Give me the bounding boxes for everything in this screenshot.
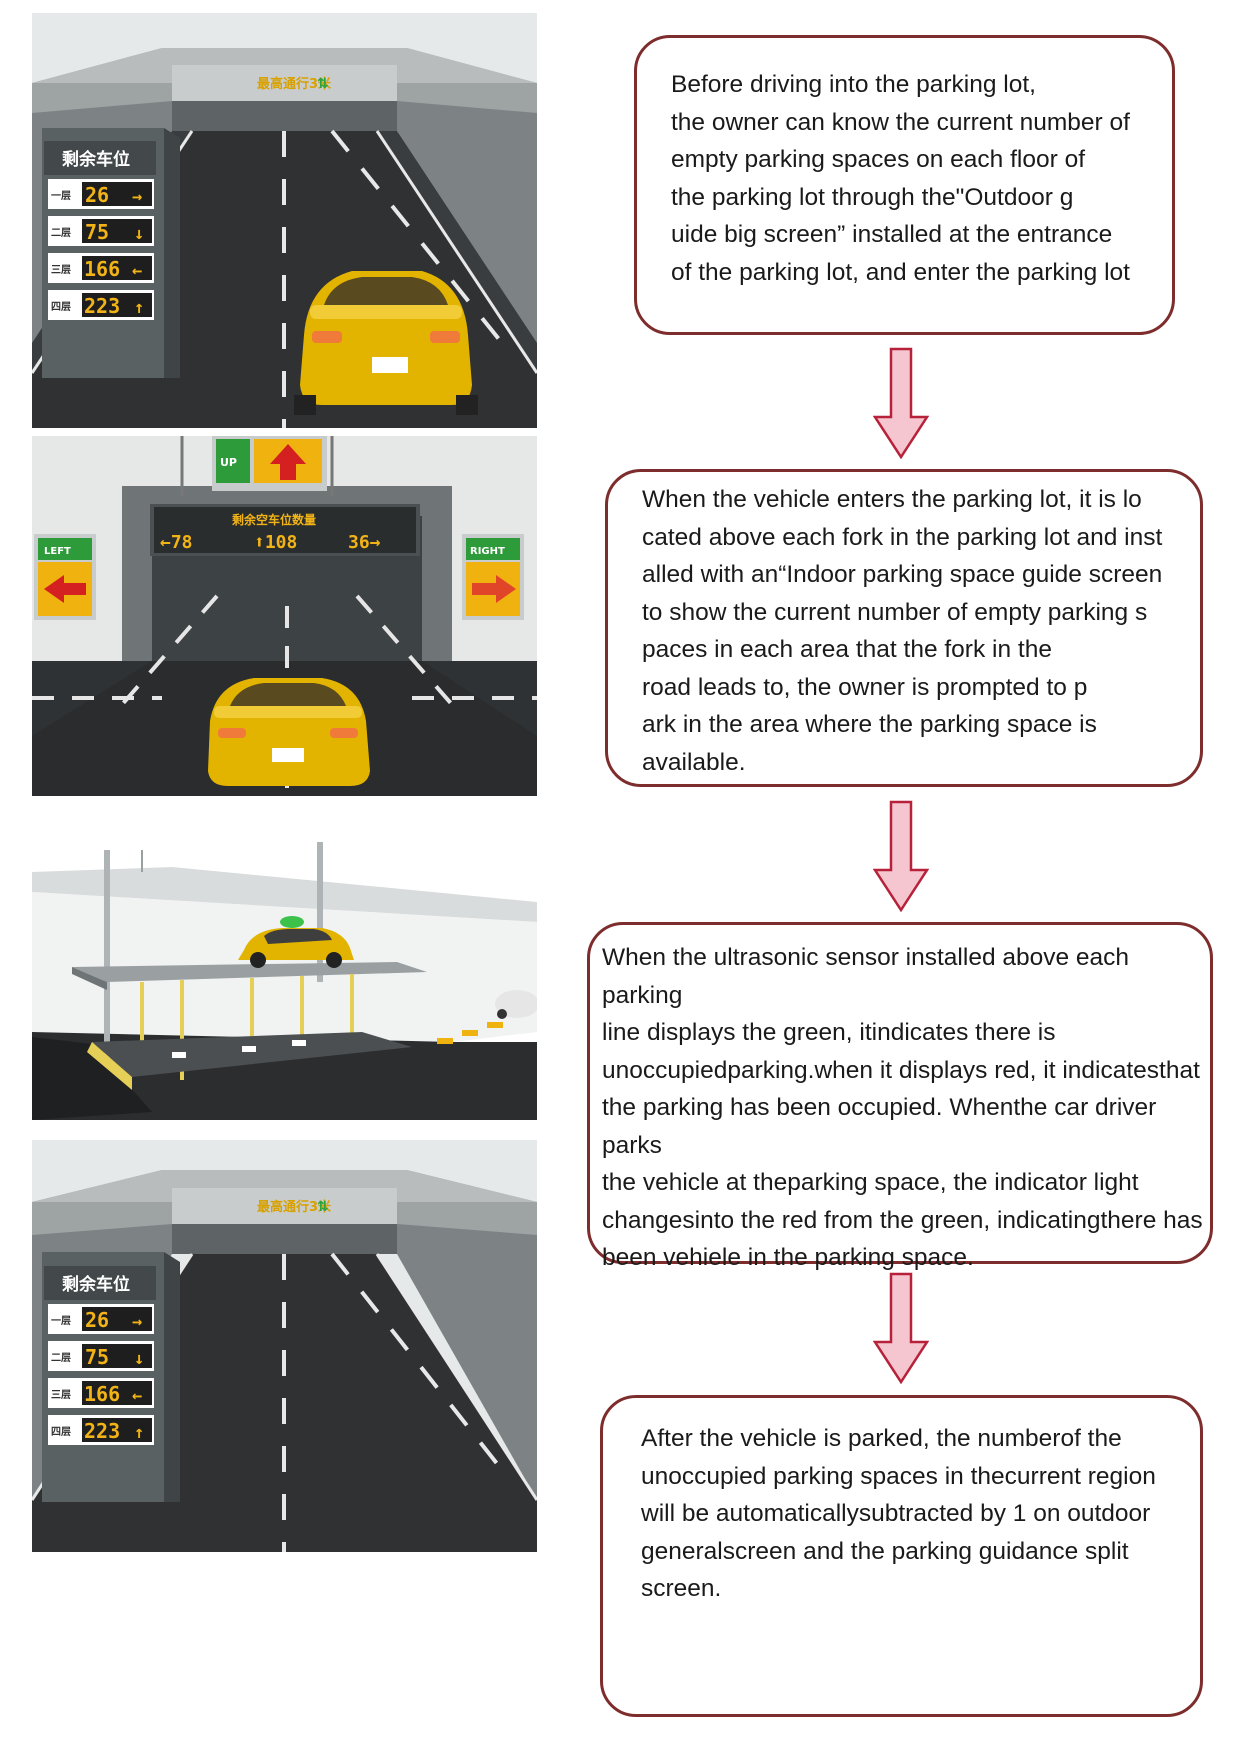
outdoor-sign-title: 剩余车位 bbox=[62, 149, 130, 170]
floor-count: 166 bbox=[84, 1382, 120, 1406]
car bbox=[238, 916, 354, 968]
outdoor-guide-sign: 剩余车位 一层 26 → 二层 75 ↓ 三层 166 ← bbox=[42, 1252, 180, 1502]
floor-direction-icon: ↓ bbox=[134, 224, 144, 244]
up-sign-label: UP bbox=[220, 456, 237, 469]
floor-count: 75 bbox=[85, 220, 109, 244]
indoor-left-count: ←78 bbox=[160, 532, 193, 553]
outdoor-entrance-image: 最高通行3米 ⇅ 剩余车位 一层 26 → 二层 75 ↓ bbox=[32, 13, 537, 428]
floor-count: 75 bbox=[85, 1345, 109, 1369]
floor-direction-icon: → bbox=[132, 1312, 142, 1332]
car bbox=[294, 271, 478, 415]
floor-row: 四层 223 ↑ bbox=[48, 290, 154, 320]
floor-direction-icon: → bbox=[132, 187, 142, 207]
tunnel-banner: 最高通行3米 bbox=[257, 76, 332, 92]
tunnel-banner-icon: ⇅ bbox=[317, 76, 329, 92]
left-arrow-icon bbox=[44, 575, 86, 603]
down-arrow-icon bbox=[873, 800, 929, 912]
up-sign: UP bbox=[212, 436, 327, 491]
outdoor-sign-title: 剩余车位 bbox=[62, 1274, 130, 1295]
tunnel-banner: 最高通行3米 bbox=[257, 1199, 332, 1215]
tunnel-banner-icon: ⇅ bbox=[317, 1199, 329, 1215]
floor-row: 三层 166 ← bbox=[48, 1378, 154, 1408]
floor-row: 四层 223 ↑ bbox=[48, 1415, 154, 1445]
floor-count: 26 bbox=[85, 1308, 109, 1332]
car bbox=[208, 678, 370, 786]
sensor-light-icon bbox=[280, 916, 304, 928]
ultrasonic-sensor-illustration bbox=[32, 832, 537, 1120]
floor-label: 二层 bbox=[51, 1352, 71, 1364]
flow-arrow-2 bbox=[873, 800, 929, 912]
left-sign: LEFT bbox=[34, 534, 96, 620]
step-1-box: Before driving into the parking lot, the… bbox=[634, 35, 1175, 335]
outdoor-guide-sign: 剩余车位 一层 26 → 二层 75 ↓ 三层 166 ← bbox=[42, 128, 180, 378]
floor-label: 三层 bbox=[51, 1389, 71, 1401]
step-2-text: When the vehicle enters the parking lot,… bbox=[642, 486, 1163, 776]
flow-arrow-1 bbox=[873, 347, 929, 459]
floor-count: 26 bbox=[85, 183, 109, 207]
floor-count: 223 bbox=[84, 1419, 120, 1443]
floor-direction-icon: ↑ bbox=[134, 1423, 144, 1443]
step-4-box: After the vehicle is parked, the numbero… bbox=[600, 1395, 1203, 1717]
right-arrow-icon bbox=[472, 575, 516, 603]
step-4-text: After the vehicle is parked, the numbero… bbox=[641, 1425, 1156, 1602]
floor-label: 二层 bbox=[51, 227, 71, 239]
floor-direction-icon: ← bbox=[132, 261, 142, 281]
up-arrow-icon bbox=[270, 444, 306, 480]
floor-count: 223 bbox=[84, 294, 120, 318]
left-sign-label: LEFT bbox=[44, 546, 71, 557]
floor-label: 四层 bbox=[51, 1426, 71, 1438]
floor-row: 三层 166 ← bbox=[48, 253, 154, 283]
floor-row: 二层 75 ↓ bbox=[48, 216, 154, 246]
indoor-sign-title: 剩余空车位数量 bbox=[232, 512, 316, 527]
floor-row: 一层 26 → bbox=[48, 179, 154, 209]
ultrasonic-sensor-image bbox=[32, 832, 537, 1120]
floor-label: 一层 bbox=[51, 1315, 71, 1327]
floor-direction-icon: ← bbox=[132, 1386, 142, 1406]
floor-label: 四层 bbox=[51, 301, 71, 313]
indoor-fork-illustration: UP 剩余空车位数量 ←78 ⬆108 36→ LEFT RIGHT bbox=[32, 436, 537, 796]
flow-arrow-3 bbox=[873, 1272, 929, 1384]
step-2-box: When the vehicle enters the parking lot,… bbox=[605, 469, 1203, 787]
indoor-up-count: ⬆108 bbox=[254, 532, 297, 553]
step-1-text: Before driving into the parking lot, the… bbox=[671, 71, 1130, 286]
step-3-text: When the ultrasonic sensor installed abo… bbox=[602, 944, 1203, 1271]
floor-row: 一层 26 → bbox=[48, 1304, 154, 1334]
step-3-box: When the ultrasonic sensor installed abo… bbox=[587, 922, 1213, 1271]
down-arrow-icon bbox=[873, 347, 929, 459]
outdoor-screen-updated-illustration: 最高通行3米 ⇅ 剩余车位 一层 26 → 二层 75 ↓ bbox=[32, 1140, 537, 1552]
floor-direction-icon: ↑ bbox=[134, 298, 144, 318]
floor-direction-icon: ↓ bbox=[134, 1349, 144, 1369]
indoor-guide-sign: 剩余空车位数量 ←78 ⬆108 36→ bbox=[150, 504, 420, 556]
indoor-fork-image: UP 剩余空车位数量 ←78 ⬆108 36→ LEFT RIGHT bbox=[32, 436, 537, 796]
floor-label: 一层 bbox=[51, 190, 71, 202]
floor-label: 三层 bbox=[51, 264, 71, 276]
down-arrow-icon bbox=[873, 1272, 929, 1384]
indoor-right-count: 36→ bbox=[348, 532, 381, 553]
floor-row: 二层 75 ↓ bbox=[48, 1341, 154, 1371]
floor-count: 166 bbox=[84, 257, 120, 281]
right-sign: RIGHT bbox=[462, 534, 524, 620]
outdoor-screen-updated-image: 最高通行3米 ⇅ 剩余车位 一层 26 → 二层 75 ↓ bbox=[32, 1140, 537, 1552]
right-sign-label: RIGHT bbox=[470, 546, 505, 557]
outdoor-entrance-illustration: 最高通行3米 ⇅ 剩余车位 一层 26 → 二层 75 ↓ bbox=[32, 13, 537, 428]
